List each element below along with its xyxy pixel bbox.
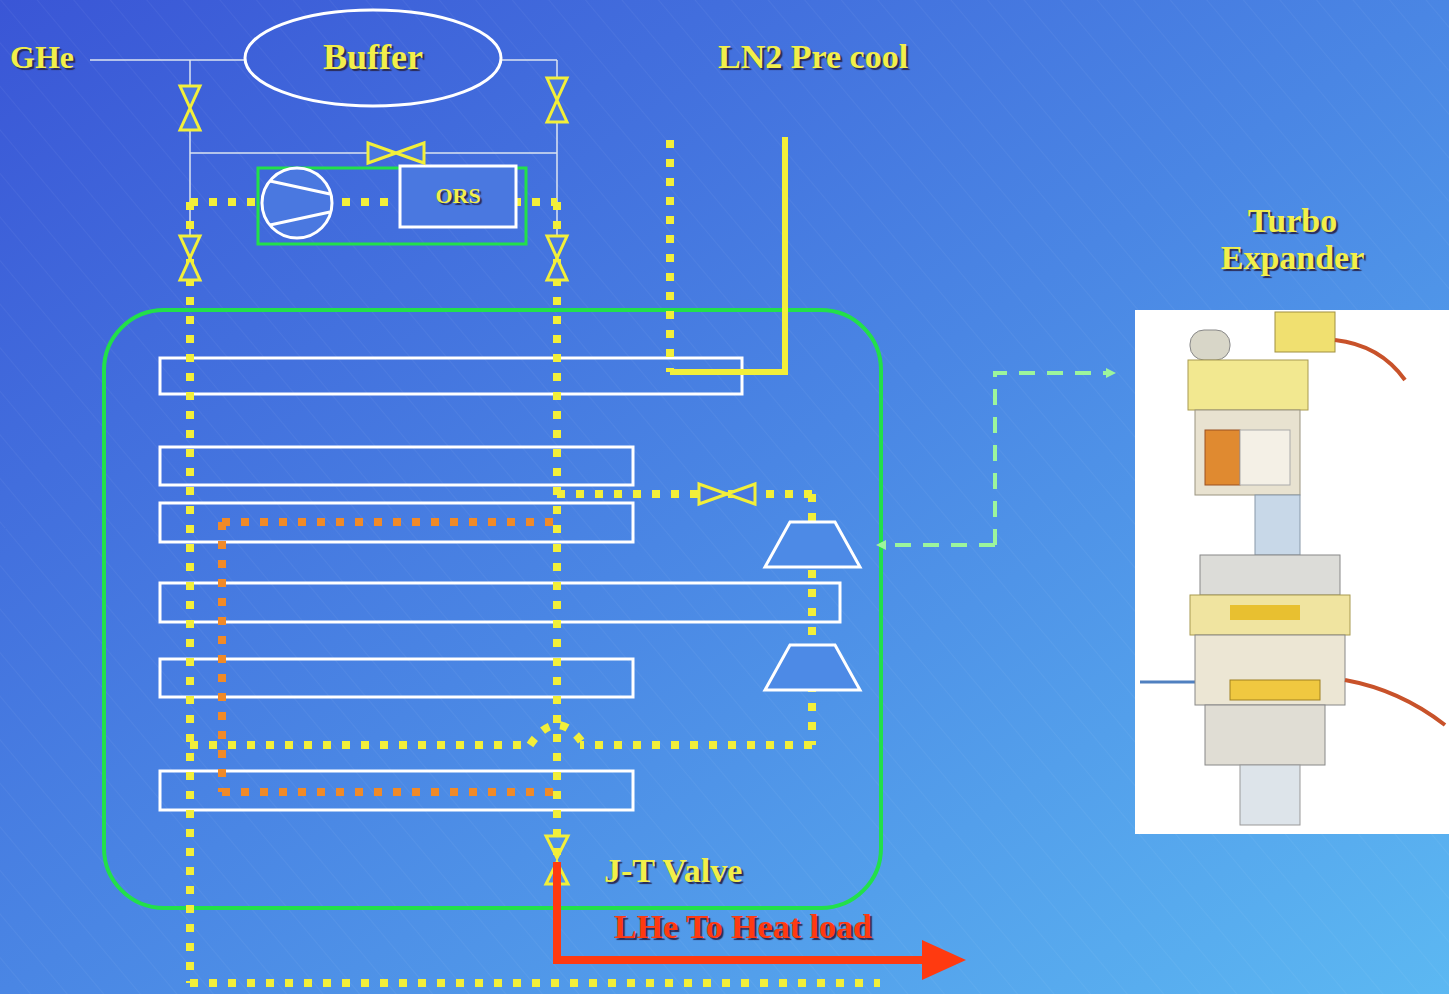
- node-text: ORS: [435, 184, 480, 208]
- compressor-symbol: [262, 168, 332, 238]
- gas-label: GHe: [10, 40, 74, 75]
- gas-lines: [90, 60, 557, 240]
- output-label: LHe To Heat load: [614, 908, 872, 945]
- turbo-expander: Turbo Expander: [1140, 198, 1445, 834]
- cold-box: [104, 310, 881, 908]
- ors-box: ORS: [400, 166, 516, 227]
- precool-label: LN2 Pre cool: [718, 38, 908, 75]
- buffer-vessel: [245, 10, 501, 106]
- valve-label: J-T Valve: [604, 852, 742, 889]
- expander-link: [880, 373, 1112, 545]
- lhe-arrowhead: [922, 940, 966, 980]
- buffer-vessel: Buffer: [245, 10, 501, 106]
- valve-symbols: [180, 78, 755, 504]
- node-text: Turbo Expander: [1193, 202, 1393, 277]
- node-text: Buffer: [323, 38, 423, 78]
- cold-loop: [222, 522, 557, 792]
- turbo-expander-illustration: [1135, 310, 1449, 834]
- expander-symbols: [765, 522, 860, 690]
- ors-box: [400, 166, 516, 227]
- heat-exchangers: [160, 358, 840, 810]
- helium-lines: [190, 140, 880, 983]
- ln2-line: [670, 137, 785, 372]
